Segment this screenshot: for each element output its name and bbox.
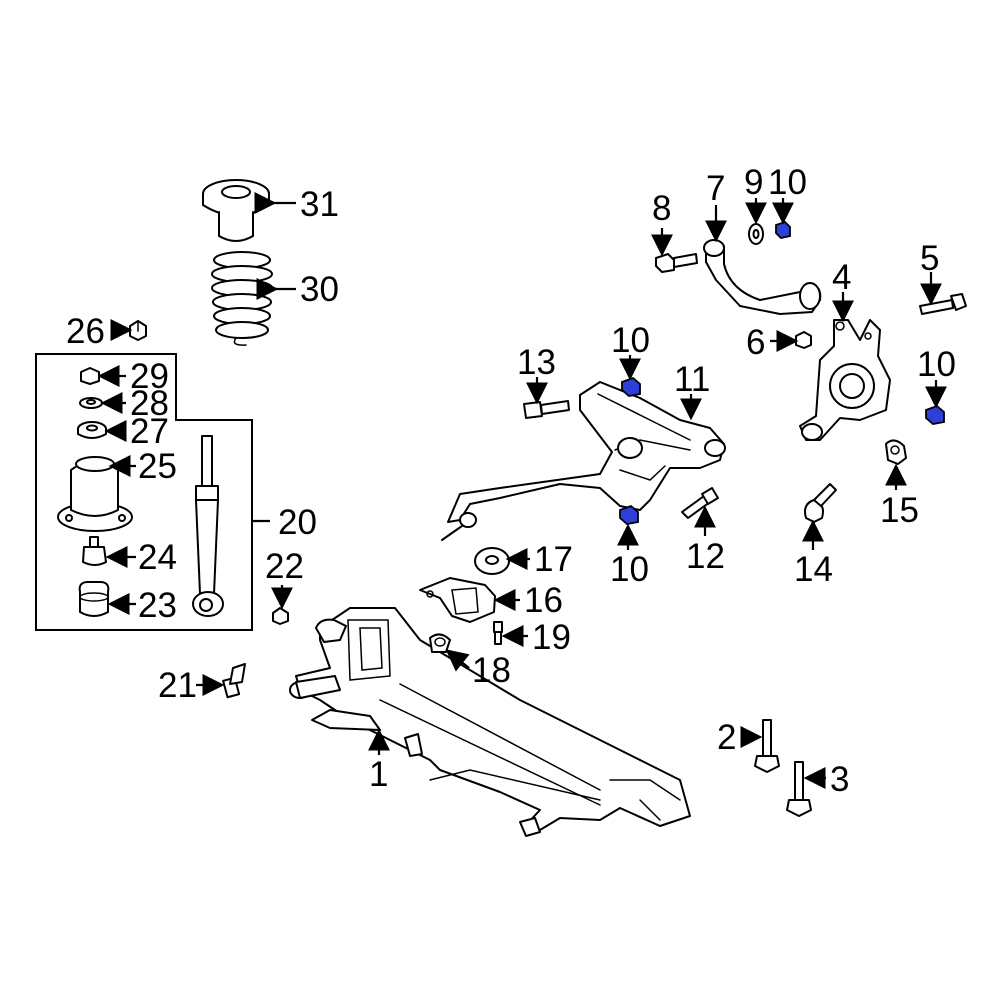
shock-assembly-group-box <box>35 353 253 631</box>
bushing-18[interactable] <box>429 633 451 653</box>
callout-19: 19 <box>532 618 571 657</box>
nut-6[interactable] <box>795 331 812 349</box>
callout-24: 24 <box>138 538 177 577</box>
callout-25: 25 <box>138 447 177 486</box>
bolt-5[interactable] <box>919 293 967 315</box>
bolt-14[interactable] <box>804 483 837 523</box>
callout-21: 21 <box>158 666 197 705</box>
rear-crossmember[interactable] <box>289 607 691 837</box>
callout-9: 9 <box>744 163 763 202</box>
bushing-10-knuckle[interactable] <box>925 404 945 425</box>
callout-8: 8 <box>652 189 671 228</box>
callout-16: 16 <box>524 581 563 620</box>
upper-control-arm[interactable] <box>703 239 822 315</box>
bushing-10-lower-arm-front[interactable] <box>621 376 641 397</box>
bolt-12[interactable] <box>681 487 719 519</box>
callout-6: 6 <box>746 323 765 362</box>
bushing-10-lower-arm-rear[interactable] <box>619 504 639 525</box>
callout-22: 22 <box>265 547 304 586</box>
bolt-21[interactable] <box>222 663 246 699</box>
bushing-10-upper-arm[interactable] <box>775 220 791 239</box>
bolt-13[interactable] <box>523 400 570 419</box>
callout-29: 29 <box>130 357 169 396</box>
bracket-16[interactable] <box>419 577 496 623</box>
callout-13: 13 <box>517 343 556 382</box>
nut-29[interactable] <box>80 367 100 385</box>
washer-9[interactable] <box>748 223 764 245</box>
callout-26: 26 <box>66 312 105 351</box>
callout-27: 27 <box>130 412 169 451</box>
bolt-19[interactable] <box>493 621 503 645</box>
knuckle[interactable] <box>799 319 891 441</box>
lower-control-arm[interactable] <box>441 381 726 541</box>
callout-15: 15 <box>880 491 919 530</box>
bolt-2[interactable] <box>754 719 780 773</box>
callout-10-knuckle: 10 <box>917 345 956 384</box>
bolt-3[interactable] <box>786 761 812 817</box>
callout-7: 7 <box>706 169 725 208</box>
callout-14: 14 <box>794 550 833 589</box>
coil-spring[interactable] <box>211 251 273 346</box>
upper-mount[interactable] <box>57 456 133 532</box>
upper-spring-seat[interactable] <box>202 179 270 242</box>
bumper-23[interactable] <box>78 581 110 617</box>
callout-30: 30 <box>300 270 339 309</box>
shock-absorber[interactable] <box>192 435 224 617</box>
washer-28[interactable] <box>79 397 103 409</box>
washer-17[interactable] <box>474 547 510 575</box>
nut-26[interactable] <box>129 320 147 341</box>
callout-31: 31 <box>300 185 339 224</box>
callout-4: 4 <box>832 258 851 297</box>
callout-11: 11 <box>674 360 710 399</box>
callout-12: 12 <box>686 537 725 576</box>
callout-23: 23 <box>138 586 177 625</box>
callout-20: 20 <box>278 503 317 542</box>
callout-3: 3 <box>830 760 849 799</box>
callout-5: 5 <box>920 239 939 278</box>
bolt-8[interactable] <box>655 253 698 273</box>
callout-10-lower-rear: 10 <box>610 550 649 589</box>
nut-22[interactable] <box>272 607 289 625</box>
callout-28: 28 <box>130 384 169 423</box>
callout-10-lower-front: 10 <box>611 321 650 360</box>
callout-17: 17 <box>534 540 573 579</box>
callout-1: 1 <box>369 755 388 794</box>
bump-stop-24[interactable] <box>82 536 107 566</box>
callout-2: 2 <box>717 718 736 757</box>
nut-15[interactable] <box>885 439 907 465</box>
cushion-27[interactable] <box>77 421 107 439</box>
callout-10-upper: 10 <box>768 163 807 202</box>
callout-18: 18 <box>472 651 511 690</box>
